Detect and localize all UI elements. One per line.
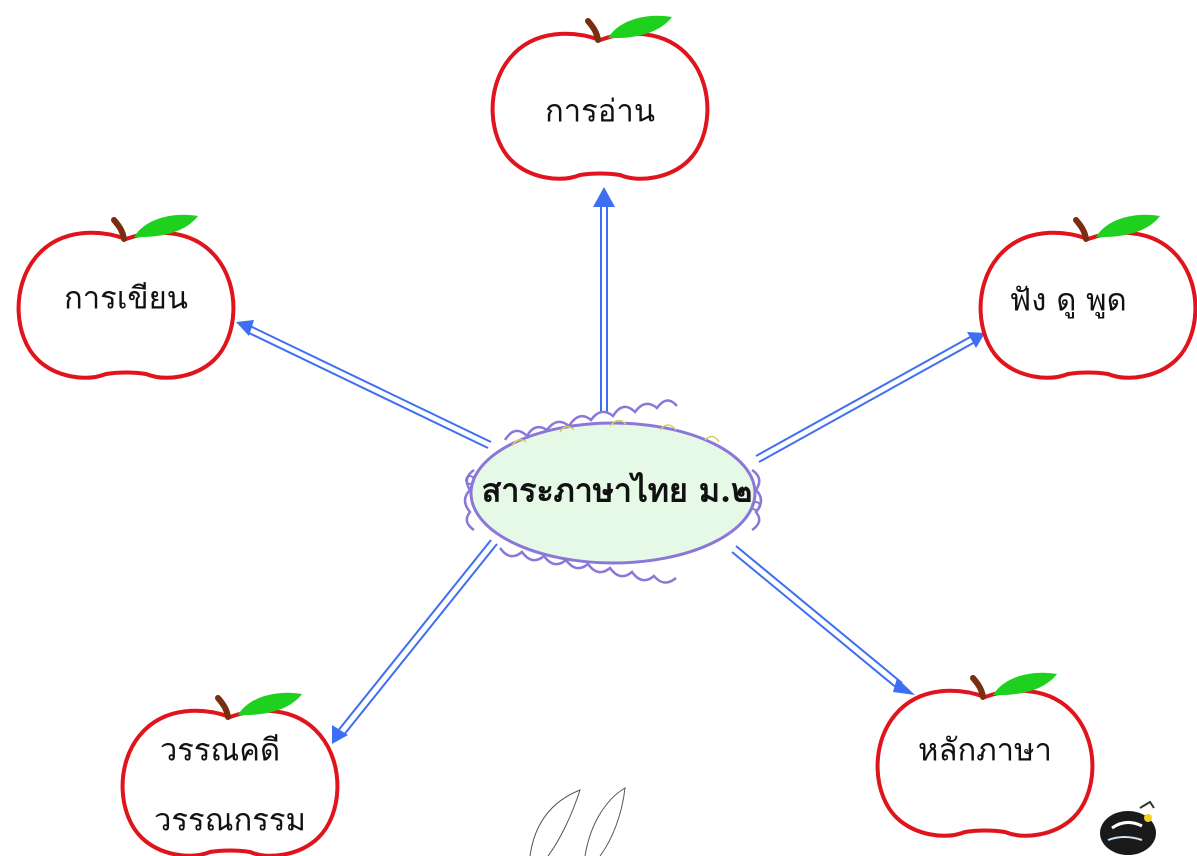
connectors (236, 187, 985, 744)
connector-reading (593, 187, 615, 412)
apple-label-literature-line1: วรรณคดี (160, 733, 280, 769)
leaf-doodle-icon (529, 787, 626, 856)
apple-icon (16, 214, 236, 380)
connector-writing (236, 320, 492, 449)
apple-label-reading: การอ่าน (545, 94, 655, 130)
apple-label-listening: ฟัง ดู พูด (1009, 283, 1127, 319)
apple-icon (875, 672, 1095, 838)
connector-grammar (731, 545, 915, 695)
apple-icon (490, 15, 710, 181)
center-node[interactable]: สาระภาษาไทย ม.๒ (463, 399, 763, 584)
apple-node-writing[interactable]: การเขียน (16, 214, 236, 380)
ornamental-cloud-frame (463, 399, 763, 584)
arrowhead-listening (967, 332, 985, 348)
apple-label-grammar: หลักภาษา (918, 733, 1052, 769)
apple-node-listening[interactable]: ฟัง ดู พูด (978, 214, 1197, 380)
connector-literature (332, 539, 498, 744)
arrowhead-writing (236, 320, 254, 336)
apple-label-writing: การเขียน (64, 281, 188, 317)
arrowhead-reading (593, 187, 615, 207)
connector-listening (755, 332, 985, 463)
center-title: สาระภาษาไทย ม.๒ (482, 472, 752, 510)
apple-label-literature-line2: วรรณกรรม (154, 803, 306, 839)
bird-icon (1100, 800, 1156, 855)
arrowhead-grammar (893, 678, 915, 695)
apple-node-literature[interactable]: วรรณคดี วรรณกรรม (120, 692, 340, 856)
apple-node-grammar[interactable]: หลักภาษา (875, 672, 1095, 838)
apple-icon (978, 214, 1197, 380)
apple-icon (120, 692, 340, 856)
apple-node-reading[interactable]: การอ่าน (490, 15, 710, 181)
arrowhead-literature (332, 725, 348, 744)
